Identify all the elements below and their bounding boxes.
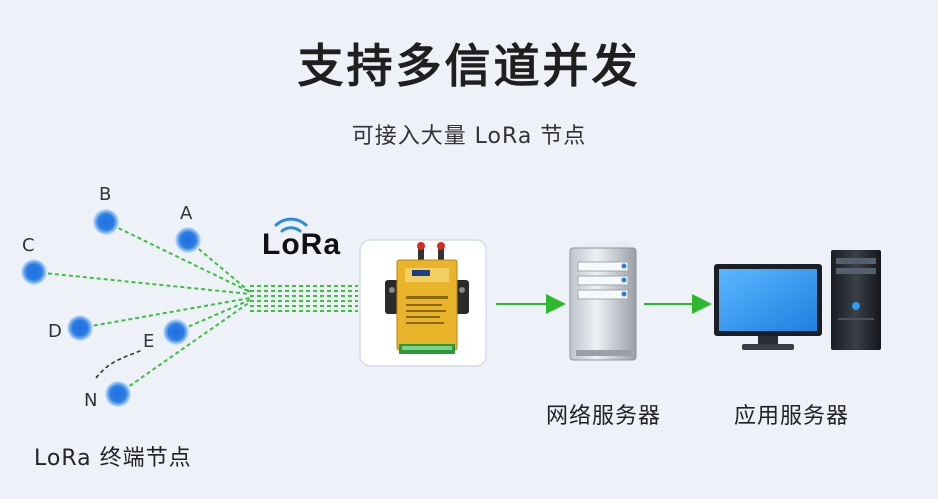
node-d-label: D [48, 321, 62, 342]
node-e-label: E [143, 331, 154, 352]
node-c: C [21, 235, 47, 285]
node-b: B [93, 184, 119, 235]
page-title: 支持多信道并发 [297, 39, 641, 93]
page-subtitle: 可接入大量 LoRa 节点 [351, 124, 587, 149]
monitor-screen [719, 269, 817, 331]
node-c-label: C [22, 235, 35, 256]
node-d: D [48, 315, 93, 342]
caption-terminal-nodes: LoRa 终端节点 [34, 446, 192, 471]
antenna-right-icon [438, 246, 444, 260]
caption-network-server: 网络服务器 [546, 404, 662, 429]
caption-application-server: 应用服务器 [734, 404, 850, 429]
node-e-dot [163, 319, 189, 345]
node-e: E [143, 319, 189, 352]
node-links [33, 221, 358, 395]
pc-tower [831, 250, 881, 350]
node-a-label: A [180, 203, 193, 224]
link-d [79, 297, 251, 329]
application-server-icon [714, 250, 881, 350]
node-c-dot [21, 259, 47, 285]
node-d-dot [67, 315, 93, 341]
ellipsis-curve [95, 349, 143, 379]
node-n-dot [105, 381, 131, 407]
antenna-left-icon [418, 246, 424, 260]
network-server-icon [569, 240, 637, 361]
node-b-dot [93, 209, 119, 235]
node-n-label: N [84, 390, 97, 411]
node-a-dot [175, 227, 201, 253]
node-n: N [84, 381, 131, 411]
node-b-label: B [99, 184, 111, 205]
node-a: A [175, 203, 201, 253]
gateway-device [359, 239, 487, 367]
mount-left [385, 280, 399, 314]
mount-right [455, 280, 469, 314]
wireless-signal-icon [274, 217, 308, 233]
link-c [33, 271, 251, 295]
link-n [117, 301, 251, 395]
link-b [105, 221, 251, 293]
lora-logo: LoRa [262, 228, 341, 261]
